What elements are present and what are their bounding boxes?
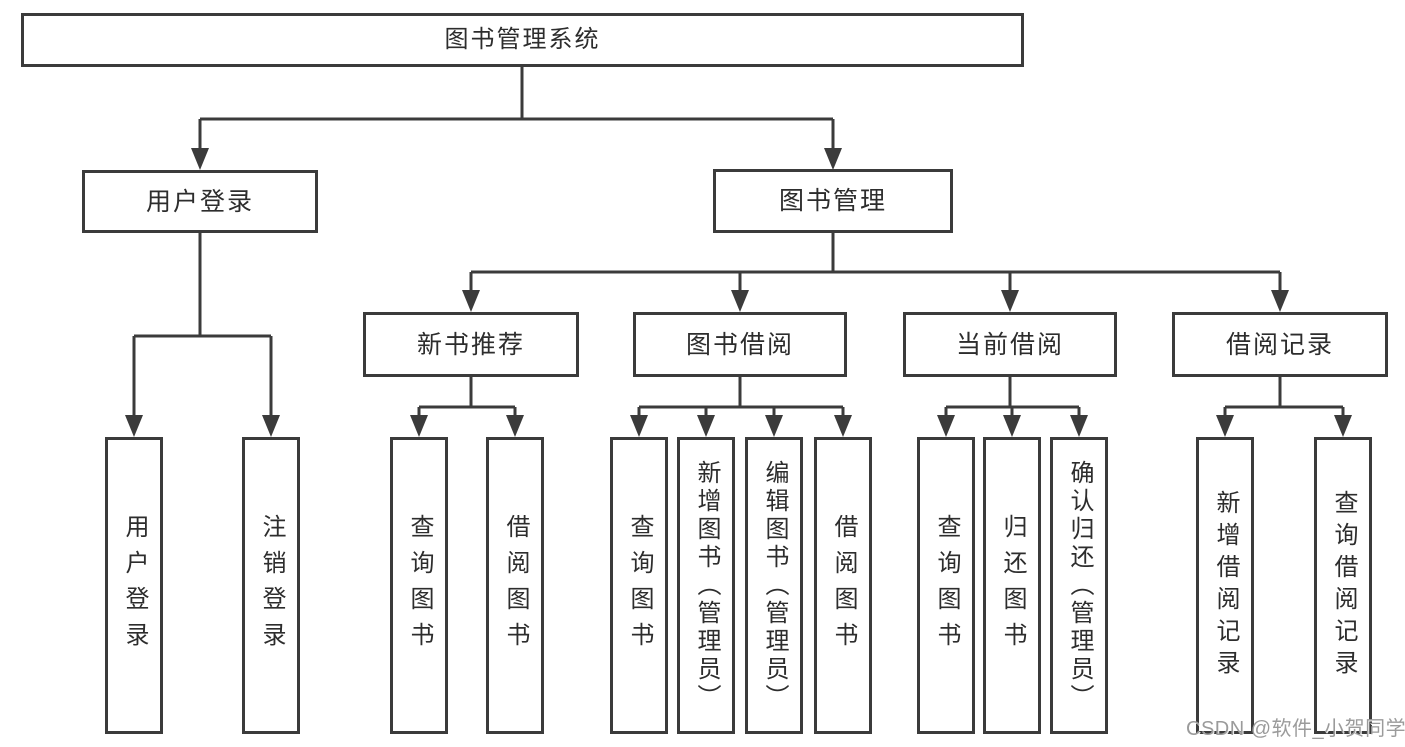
leaf-bb-borrow-books: 借阅图书 bbox=[814, 437, 872, 734]
node-borrow-records: 借阅记录 bbox=[1172, 312, 1388, 377]
connector-paths bbox=[132, 67, 1345, 417]
arrowhead-icons bbox=[125, 148, 1352, 437]
leaf-bb-query-books: 查询图书 bbox=[610, 437, 668, 734]
node-user-login: 用户登录 bbox=[82, 170, 318, 233]
leaf-cb-query-books: 查询图书 bbox=[917, 437, 975, 734]
node-book-management: 图书管理 bbox=[713, 169, 953, 233]
leaf-br-query-record: 查询借阅记录 bbox=[1314, 437, 1372, 734]
leaf-cb-confirm-return-admin: 确认归还（管理员） bbox=[1050, 437, 1108, 734]
leaf-bb-add-book-admin: 新增图书（管理员） bbox=[677, 437, 735, 734]
leaf-cb-return-books: 归还图书 bbox=[983, 437, 1041, 734]
node-root: 图书管理系统 bbox=[21, 13, 1024, 67]
node-current-borrow: 当前借阅 bbox=[903, 312, 1117, 377]
leaf-br-add-record: 新增借阅记录 bbox=[1196, 437, 1254, 734]
watermark: CSDN @软件_小贺同学 bbox=[1186, 718, 1405, 740]
node-new-book-recommend: 新书推荐 bbox=[363, 312, 579, 377]
node-book-borrow: 图书借阅 bbox=[633, 312, 847, 377]
leaf-nbr-query-books: 查询图书 bbox=[390, 437, 448, 734]
leaf-user-login: 用户登录 bbox=[105, 437, 163, 734]
leaf-bb-edit-book-admin: 编辑图书（管理员） bbox=[745, 437, 803, 734]
leaf-logout: 注销登录 bbox=[242, 437, 300, 734]
leaf-nbr-borrow-books: 借阅图书 bbox=[486, 437, 544, 734]
